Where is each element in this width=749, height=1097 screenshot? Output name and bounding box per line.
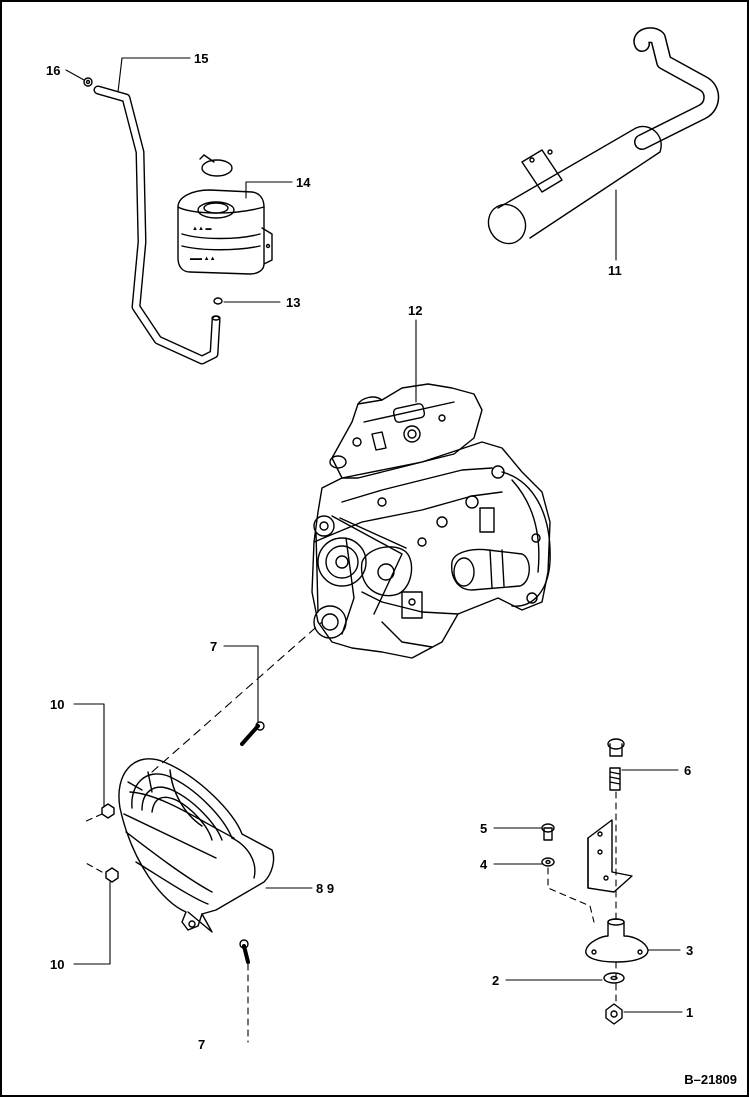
coolant-tank-part: ▲▲ ▬ ▬▬ ▲▲ [177, 154, 273, 275]
bolt-lower-part [239, 939, 250, 964]
callout-1: 1 [686, 1005, 694, 1020]
muffler-part [487, 27, 720, 245]
engine-part [311, 383, 551, 659]
callout-16: 16 [46, 63, 61, 78]
bolt-upper-part [240, 721, 265, 746]
callout-7-lower: 7 [198, 1037, 206, 1052]
svg-text:▲▲ ▬: ▲▲ ▬ [192, 226, 212, 232]
callout-5: 5 [480, 821, 488, 836]
figure-reference-number: B–21809 [684, 1072, 737, 1087]
callout-8-9: 8 9 [316, 881, 335, 896]
hose-clamp-part [83, 77, 93, 87]
nut-lower-part [105, 867, 119, 883]
callout-2: 2 [492, 973, 500, 988]
rubber-mount-part [585, 918, 649, 963]
callout-7-upper: 7 [210, 639, 218, 654]
callout-10-upper: 10 [50, 697, 65, 712]
callout-13: 13 [286, 295, 301, 310]
callout-11: 11 [608, 263, 622, 278]
svg-text:▬▬ ▲▲: ▬▬ ▲▲ [190, 256, 216, 262]
leader-lines [65, 57, 683, 1043]
callout-6: 6 [684, 763, 692, 778]
callout-10-lower: 10 [50, 957, 65, 972]
mount-nut-part [605, 1003, 623, 1025]
mount-bolt-top-part [607, 738, 625, 757]
callout-12: 12 [408, 303, 423, 318]
fan-guard-part [118, 758, 275, 933]
stud-part [609, 767, 621, 791]
bolt-part [541, 823, 555, 841]
bracket-part [587, 819, 633, 893]
mount-washer-part [603, 972, 625, 984]
callout-3: 3 [686, 943, 694, 958]
tank-hose-clamp-part [213, 297, 223, 305]
washer-part [541, 857, 555, 867]
callout-4: 4 [480, 857, 488, 872]
callout-15: 15 [194, 51, 209, 66]
overflow-hose-part [93, 85, 221, 365]
callout-14: 14 [296, 175, 311, 190]
